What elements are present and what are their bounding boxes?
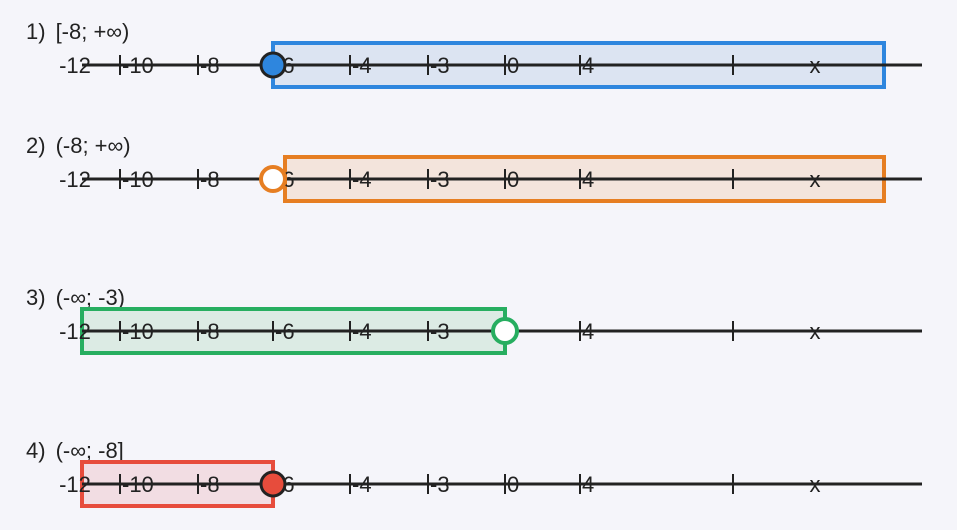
tick-label: x [810,472,821,497]
row-number: 1) [26,19,46,44]
tick-label: -4 [352,167,372,192]
tick-label: -12 [59,53,91,78]
tick-label: -3 [430,167,450,192]
tick-label: x [810,319,821,344]
tick-label: -10 [122,167,154,192]
tick-label: 4 [582,472,594,497]
tick-label: -10 [122,472,154,497]
tick-label: x [810,167,821,192]
tick-label: 0 [507,167,519,192]
tick-label: -3 [430,53,450,78]
tick-label: -8 [200,319,220,344]
tick-label: -8 [200,167,220,192]
tick-label: -8 [200,472,220,497]
tick-label: 4 [582,319,594,344]
interval-title: 4) (-∞; -8] [26,438,124,463]
open-point [259,165,287,193]
rows-layer: 1) [-8; +∞) -12 -10 -8 -6 -4 -3 0 4 x 2) (-8; +∞) -12… [26,19,922,508]
interval-notation: (-∞; -8] [56,438,124,463]
tick-label: -3 [430,319,450,344]
interval-title: 1) [-8; +∞) [26,19,129,44]
interval-notation: (-∞; -3) [56,285,125,310]
tick-label: -10 [122,53,154,78]
interval-title: 3) (-∞; -3) [26,285,125,310]
tick-label: 4 [582,167,594,192]
interval-notation: (-8; +∞) [56,133,131,158]
tick-label: -4 [352,53,372,78]
row-number: 2) [26,133,46,158]
tick-label: -4 [352,319,372,344]
tick-label: -10 [122,319,154,344]
row-number: 3) [26,285,46,310]
tick-label: -8 [200,53,220,78]
tick-label: -3 [430,472,450,497]
tick-label: 4 [582,53,594,78]
open-point [491,317,519,345]
tick-label: x [810,53,821,78]
tick-label: -12 [59,472,91,497]
interval-title: 2) (-8; +∞) [26,133,131,158]
row-number: 4) [26,438,46,463]
tick-label: -6 [275,319,295,344]
tick-label: 0 [507,472,519,497]
tick-label: -12 [59,319,91,344]
closed-point [259,51,287,79]
closed-point [259,470,287,498]
tick-label: -12 [59,167,91,192]
tick-label: 0 [507,53,519,78]
interval-notation: [-8; +∞) [56,19,130,44]
tick-label: -4 [352,472,372,497]
